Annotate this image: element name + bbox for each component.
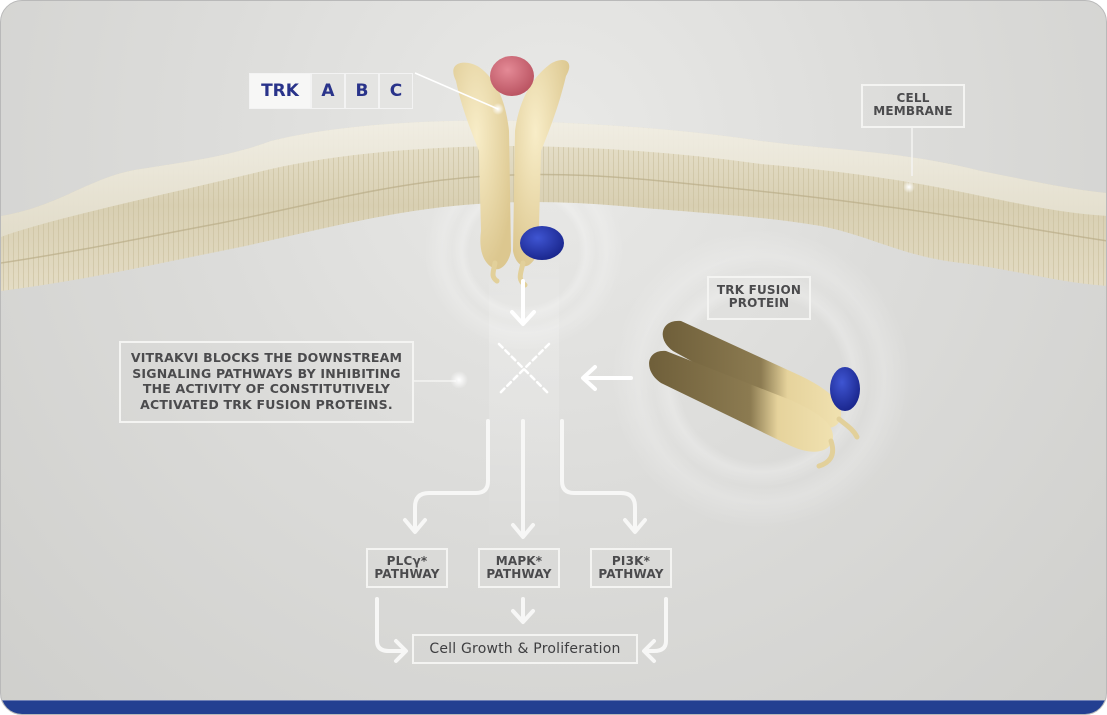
pathway-name: PI3K* [611, 554, 651, 568]
mechanism-note-line-2: SIGNALING PATHWAYS BY INHIBITING [132, 365, 401, 381]
cell-membrane-label-line-1: CELL [896, 91, 930, 105]
trk-type-selector: TRK A B C [249, 73, 413, 109]
mechanism-note: VITRAKVI BLOCKS THE DOWNSTREAM SIGNALING… [119, 341, 414, 423]
pi3k-pathway-box: PI3K* PATHWAY [590, 548, 672, 588]
ligand-molecule [490, 56, 534, 96]
fusion-label-line-2: PROTEIN [728, 296, 790, 311]
trk-fusion-protein-label: TRK FUSION PROTEIN [707, 276, 811, 320]
cell-membrane-label: CELL MEMBRANE [861, 84, 965, 128]
pathway-suffix: PATHWAY [598, 567, 664, 582]
pathway-name: PLCγ* [386, 554, 428, 568]
fusion-left-arrow [581, 365, 633, 391]
mechanism-note-line-4: ACTIVATED TRK FUSION PROTEINS. [140, 396, 393, 412]
kinase-domain [520, 226, 564, 260]
mechanism-note-line-1: VITRAKVI BLOCKS THE DOWNSTREAM [130, 350, 403, 365]
fusion-kinase-domain [830, 367, 860, 411]
membrane-anchor-dot [903, 181, 915, 193]
receptor-down-arrow [510, 279, 536, 326]
pathway-suffix: PATHWAY [486, 567, 552, 582]
outcome-arrows [375, 597, 668, 663]
cell-membrane [1, 120, 1106, 291]
trk-anchor-dot [492, 103, 504, 115]
trk-selector-title: TRK [250, 74, 310, 108]
pathway-name: MAPK* [495, 554, 543, 568]
note-anchor-dot [450, 371, 468, 389]
trk-option-a[interactable]: A [310, 74, 344, 108]
pathway-arrows [403, 419, 647, 539]
mapk-pathway-box: MAPK* PATHWAY [478, 548, 560, 588]
trk-fusion-protein [649, 320, 860, 469]
fusion-label-line-1: TRK FUSION [716, 283, 802, 297]
trk-option-b[interactable]: B [344, 74, 378, 108]
cell-growth-outcome-box: Cell Growth & Proliferation [412, 634, 638, 664]
bottom-accent-bar [1, 700, 1106, 714]
trk-leader-line [414, 72, 499, 110]
plc-gamma-pathway-box: PLCγ* PATHWAY [366, 548, 448, 588]
trk-option-c[interactable]: C [378, 74, 412, 108]
cell-membrane-label-line-2: MEMBRANE [873, 104, 953, 119]
pathway-suffix: PATHWAY [374, 567, 440, 582]
mechanism-note-line-3: THE ACTIVITY OF CONSTITUTIVELY [142, 381, 391, 397]
blocked-x-icon [497, 342, 551, 396]
